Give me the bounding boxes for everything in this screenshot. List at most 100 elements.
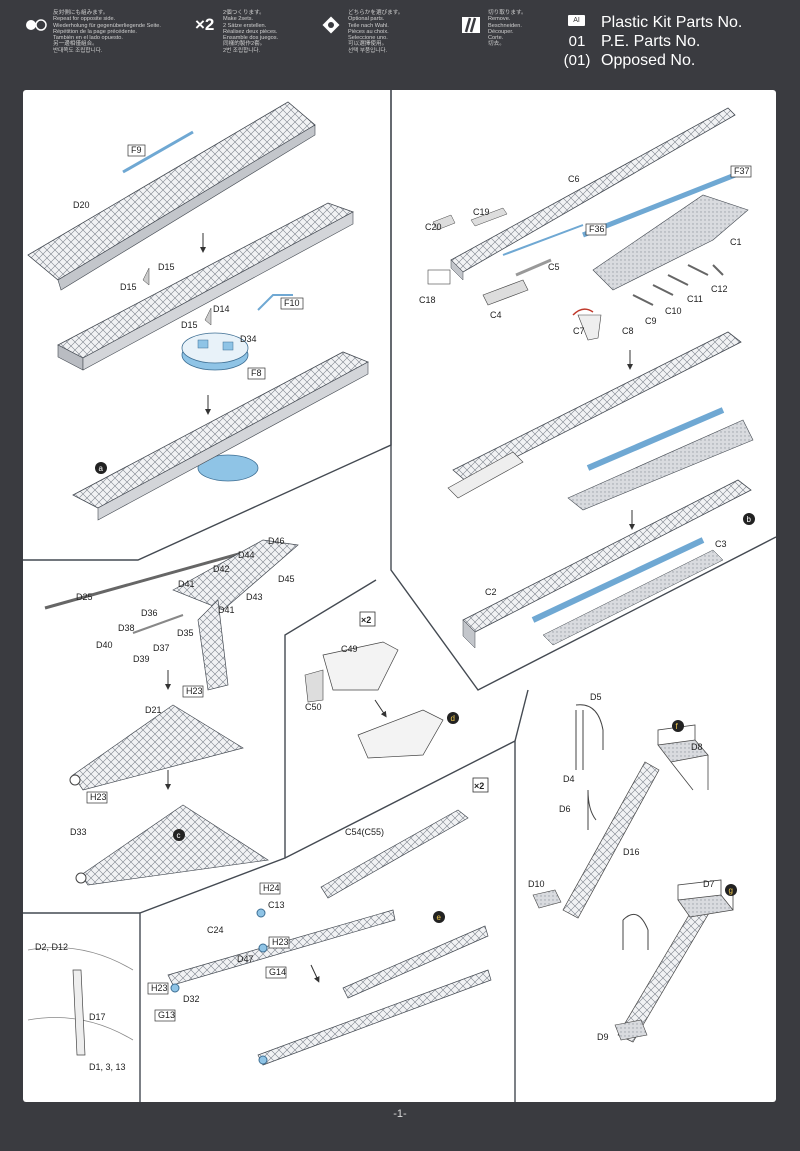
step-badge [173,829,185,841]
part-label: D8 [691,742,703,752]
beam-assembled-side [97,361,369,521]
instruction-sheet: F9 F9 D20 D15 D15 D14 D15 F10 D34 F8 a [23,90,776,1102]
part-label: D15 [158,262,175,272]
header-text: どちらかを選びます。 [348,10,404,16]
part-label: C4 [490,310,502,320]
shaft-final [531,537,705,623]
header-text: Remove. [488,16,511,23]
part-label: C13 [268,900,285,910]
times-two-icon: ×2 [195,15,215,34]
part-label: D40 [96,640,113,650]
header-text: 同樣的製作2套。 [223,41,266,48]
part-label: C5 [548,262,560,272]
header-text: 반대쪽도 조립합니다. [53,47,103,54]
part-label: F36 [589,224,605,234]
legend-label: P.E. Parts No. [601,33,701,50]
part-label: D38 [118,623,135,633]
part-label: D42 [213,564,230,574]
rod-f9 [122,130,194,174]
platform-d7 [677,894,734,918]
header-text: 선택 부품입니다. [348,47,388,54]
part-c50 [304,669,324,703]
part-label: C6 [568,174,580,184]
part-label: H23 [90,792,107,802]
part-box [585,223,607,236]
repeat-opposite-icon [26,19,47,31]
part-label: C54(C55) [345,827,384,837]
step-badge-letter: b [747,515,752,524]
part-label: G13 [158,1010,175,1020]
pin-assembled [258,1055,268,1065]
part-label: C50 [305,702,322,712]
assembly-arrow [310,964,320,983]
header-text: Réalisez deux pièces. [223,28,278,35]
rung-parts [132,614,184,634]
part-c4 [482,279,529,306]
step-c: D46 D44 D42 D45 D41 D43 D25 D36 D41 D38 … [44,536,299,886]
part-label: D44 [238,550,255,560]
legend-code: 01 [568,33,586,50]
part-label: D16 [623,847,640,857]
multiplier-badge [472,777,489,793]
header-text: 可以選擇使用。 [348,41,388,48]
header-text: 2 Sätze erstellen. [223,22,267,29]
multiplier-text: ×2 [361,615,371,625]
turntable-assembled [197,454,259,482]
part-label: C9 [645,316,657,326]
frame-assembled [357,709,444,759]
part-box [147,982,169,995]
part-label: D14 [213,304,230,314]
detail-d17: D2, D12 D17 D1, 3, 13 [27,942,134,1072]
frame-c49 [322,641,399,691]
header-text: Beschneiden. [488,22,522,29]
step-b: C6 F37 C19 C20 F36 C1 C5 C18 C12 C11 C4 … [419,107,755,649]
header-text: 另一邊相僅組合。 [53,41,98,48]
part-label: C11 [687,294,703,304]
assembly-diagram: F9 F9 D20 D15 D15 D14 D15 F10 D34 F8 a [23,90,776,1102]
header-text: Make 2sets. [223,16,254,23]
part-label: D47 [237,954,254,964]
part-label: C49 [341,644,358,654]
part-label: D39 [133,654,150,664]
turntable-top [181,332,249,364]
boom-mid [452,331,742,483]
part-label: D35 [177,628,194,638]
assembly-arrow [374,699,387,718]
instruction-header: 反対側にも組みます。 Repeat for opposite side. Wie… [0,0,800,88]
pulley [69,774,81,786]
part-label: D41 [178,579,195,589]
part-label: C18 [419,295,436,305]
header-text: 切去。 [488,41,505,48]
legend-code-badge: AI [568,15,585,26]
page-number: -1- [393,1108,407,1120]
part-label: C2 [485,587,497,597]
step-f: D5 D8 D4 D6 D16 D10 f [528,692,709,919]
part-label: C10 [665,306,682,316]
step-badge-letter: e [437,913,442,922]
boom-final-end [462,619,476,649]
ladder-d16 [562,761,660,919]
part-box [730,165,752,178]
part-label: D15 [181,320,198,330]
part-c7-curve [572,308,594,316]
part-box [127,144,146,157]
part-box [268,936,290,949]
section-dividers [23,90,776,1102]
shaft-mid [586,407,725,471]
step-badge [743,513,755,525]
part-box [154,1009,176,1022]
jib-truss [172,539,299,611]
part-label: D36 [141,608,158,618]
header-text: 切り取ります。 [488,10,527,16]
step-g: D7 D9 g [597,879,737,1043]
part-label: D21 [145,705,162,715]
legend-code: (01) [563,52,591,69]
part-label: C3 [715,539,727,549]
part-label: D6 [559,804,571,814]
part-box [86,791,108,804]
plate-final [542,549,724,646]
part-label: G14 [269,967,286,977]
bracket-d15 [142,267,150,286]
header-text: Teile nach Wahl. [348,22,389,29]
part-label: D45 [278,574,295,584]
